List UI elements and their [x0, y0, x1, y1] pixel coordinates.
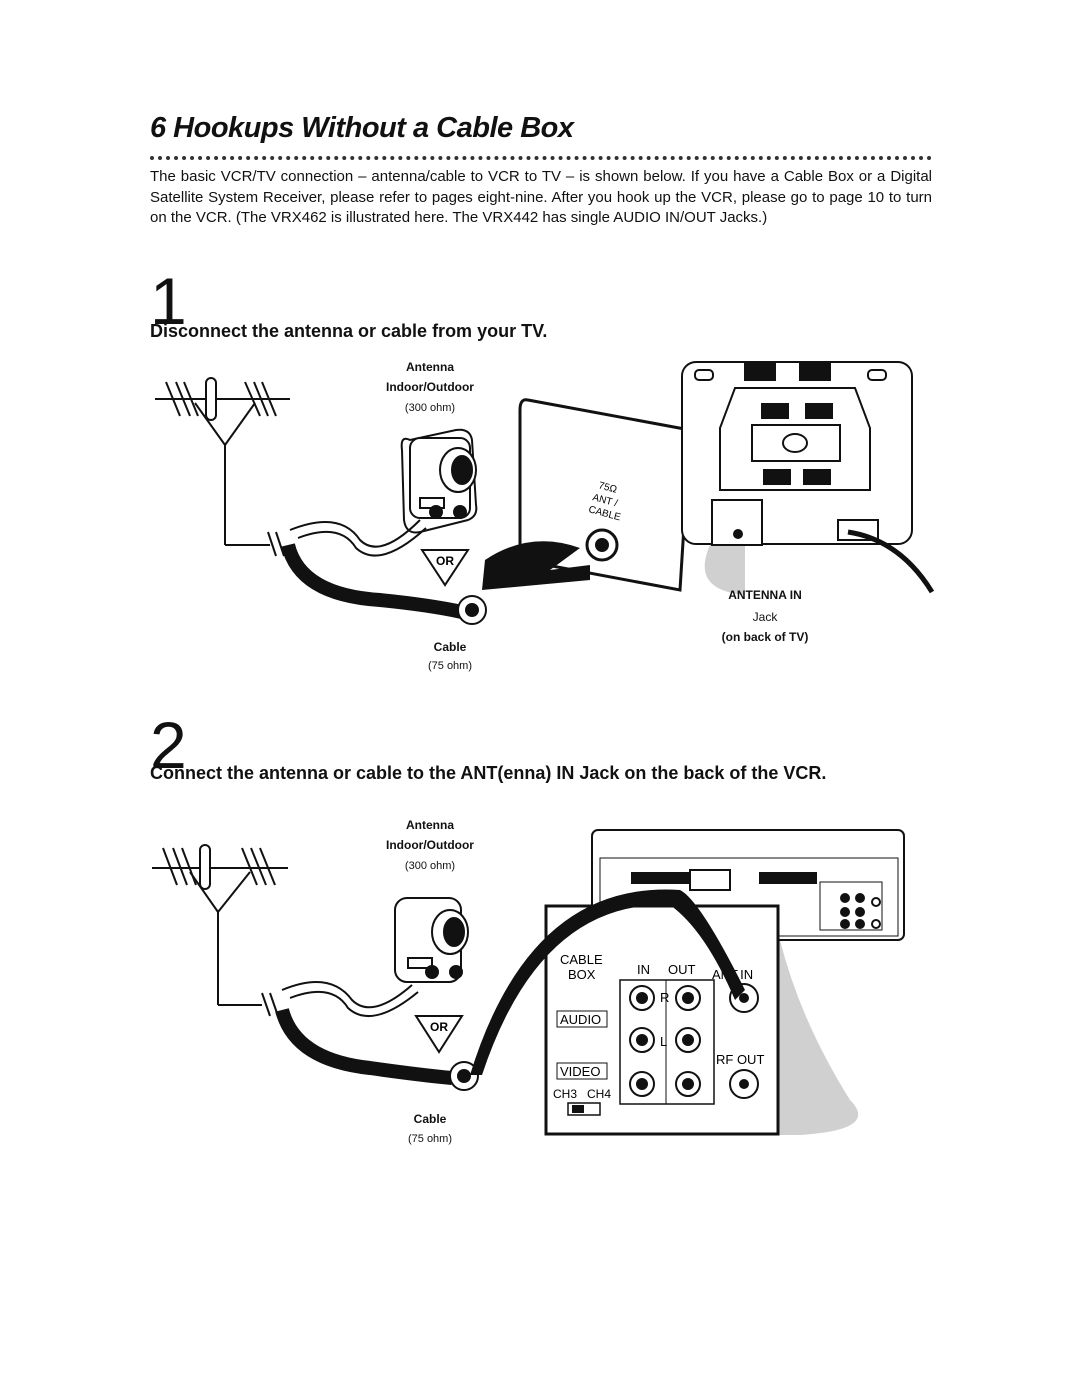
intro-paragraph: The basic VCR/TV connection – antenna/ca… — [150, 168, 932, 226]
matching-transformer-icon — [281, 897, 469, 1017]
svg-text:R: R — [660, 990, 669, 1005]
back-of-tv-label: (on back of TV) — [721, 630, 809, 644]
step1-cable-ohm: (75 ohm) — [427, 660, 473, 672]
svg-text:RF OUT: RF OUT — [716, 1052, 764, 1067]
step1-cable-label: Cable — [433, 640, 467, 654]
step1-diagram: OR 75Ω ANT / CABLE — [155, 361, 935, 625]
page-title: 6 Hookups Without a Cable Box — [150, 112, 574, 144]
svg-text:OR: OR — [430, 1020, 448, 1034]
svg-text:CABLE: CABLE — [560, 952, 603, 967]
step-1-heading: Disconnect the antenna or cable from you… — [150, 321, 548, 341]
antenna-icon — [152, 844, 288, 1017]
step1-antenna-label: Antenna — [406, 360, 454, 374]
step2-cable-ohm: (75 ohm) — [407, 1133, 453, 1145]
coax-cable-icon — [275, 1007, 479, 1091]
connect-arrow-icon — [470, 889, 745, 1075]
svg-text:IN: IN — [637, 962, 650, 977]
step-2-number: 2 — [150, 708, 187, 782]
svg-text:BOX: BOX — [568, 967, 596, 982]
svg-text:VIDEO: VIDEO — [560, 1064, 600, 1079]
svg-text:CH3 CH4: CH3 CH4 — [553, 1087, 611, 1101]
svg-text:75Ω: 75Ω — [597, 480, 618, 496]
step-2-heading: Connect the antenna or cable to the ANT(… — [150, 763, 827, 783]
jack-label: Jack — [752, 610, 778, 624]
matching-transformer-icon — [289, 428, 478, 557]
step1-antenna-type: Indoor/Outdoor — [386, 380, 474, 394]
svg-text:OUT: OUT — [668, 962, 696, 977]
tv-back-icon — [681, 361, 935, 595]
step2-cable-label: Cable — [413, 1112, 447, 1126]
step2-diagram: OR CABLE BOX IN OUT ANT.IN R — [152, 829, 905, 1136]
svg-text:L: L — [660, 1034, 667, 1049]
step2-antenna-label: Antenna — [406, 818, 454, 832]
coax-cable-icon — [281, 543, 487, 625]
svg-text:OR: OR — [436, 554, 454, 568]
step2-antenna-ohm: (300 ohm) — [404, 860, 456, 872]
tv-antenna-panel: 75Ω ANT / CABLE — [518, 398, 692, 592]
svg-text:AUDIO: AUDIO — [560, 1012, 601, 1027]
step-1-number: 1 — [150, 264, 187, 338]
vcr-jack-panel: CABLE BOX IN OUT ANT.IN R L RF OUT AUDIO… — [544, 904, 780, 1136]
title-divider — [150, 156, 932, 160]
step1-antenna-ohm: (300 ohm) — [404, 402, 456, 414]
connect-arrow-icon — [482, 541, 590, 590]
step2-antenna-type: Indoor/Outdoor — [386, 838, 474, 852]
antenna-icon — [155, 377, 290, 557]
or-triangle-icon: OR — [414, 1015, 464, 1054]
antenna-in-label: ANTENNA IN — [728, 588, 802, 602]
or-triangle-icon: OR — [420, 549, 470, 587]
